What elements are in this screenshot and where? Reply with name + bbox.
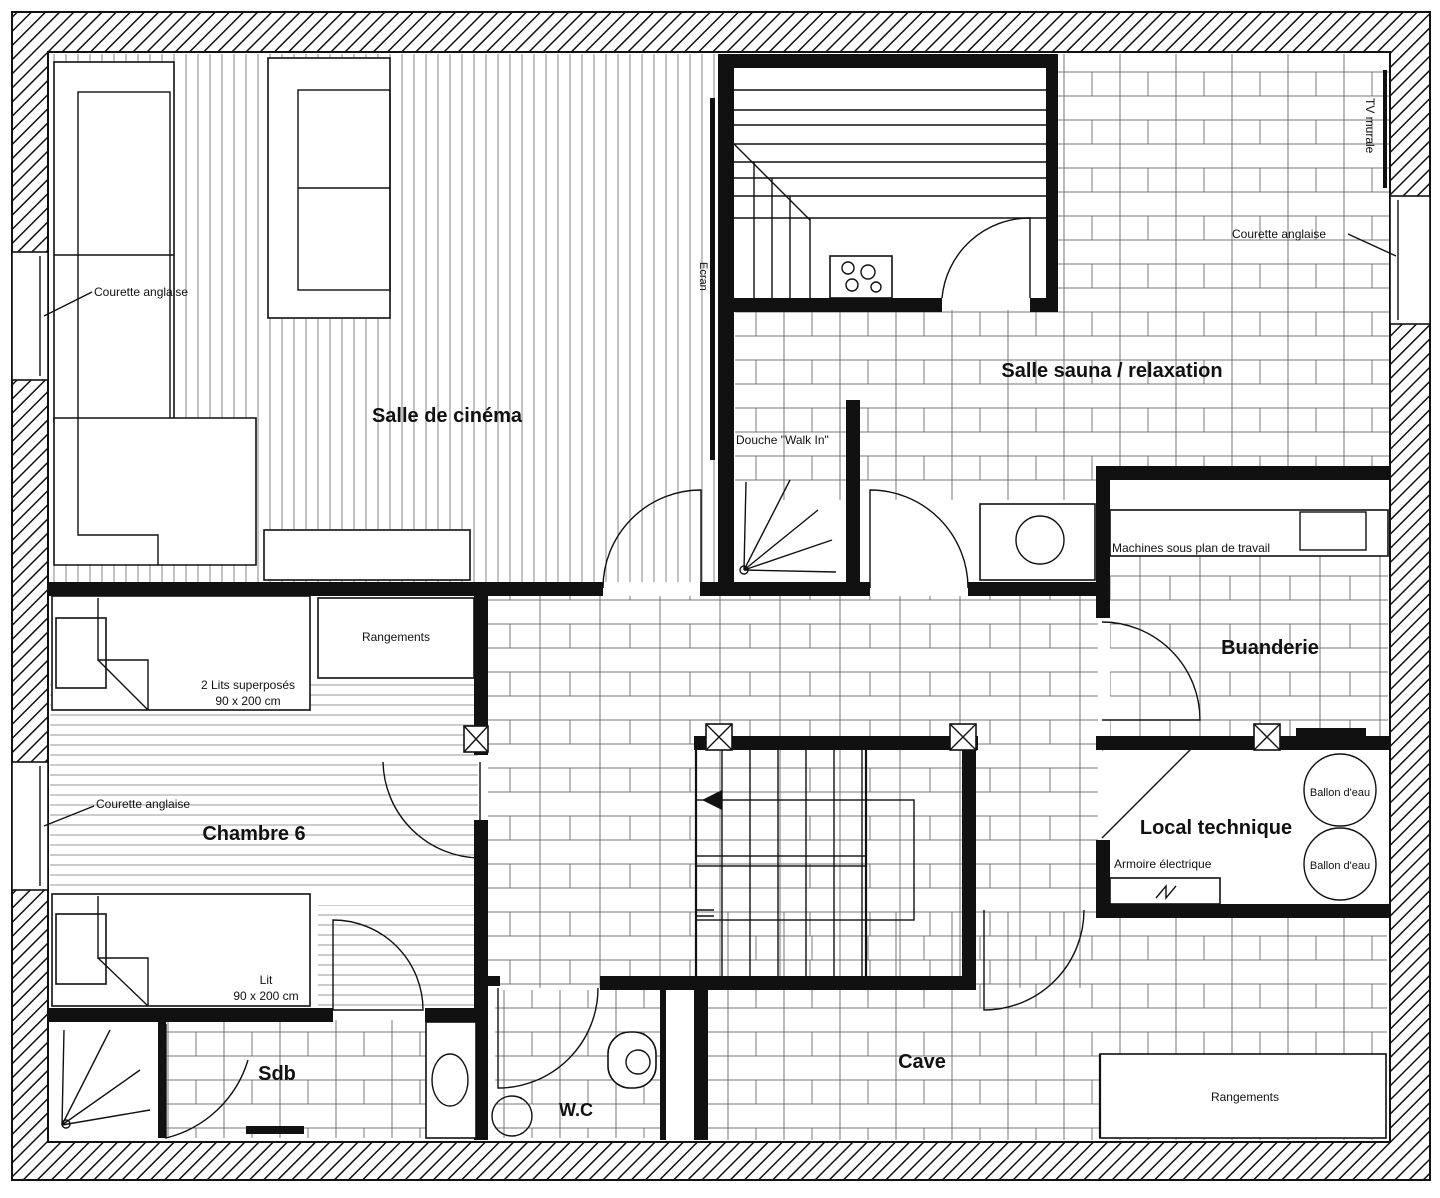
room-label-buanderie: Buanderie bbox=[1221, 637, 1319, 659]
note-tv: TV murale bbox=[1363, 98, 1377, 154]
cinema-sofa-left bbox=[53, 61, 257, 566]
laundry-counter bbox=[1109, 509, 1389, 738]
sdb-sink bbox=[246, 1021, 477, 1139]
sdb-shower bbox=[61, 1029, 151, 1129]
note-douche: Douche "Walk In" bbox=[736, 433, 829, 447]
cave-storage bbox=[1098, 1053, 1387, 1139]
note-courette-left-top: Courette anglaise bbox=[94, 285, 188, 299]
room-label-sauna: Salle sauna / relaxation bbox=[1001, 360, 1222, 382]
room-label-chambre: Chambre 6 bbox=[202, 823, 305, 845]
room-label-cave: Cave bbox=[898, 1051, 946, 1073]
annotations: Courette anglaise Courette anglaise Cour… bbox=[43, 70, 1397, 1104]
note-armoire: Armoire électrique bbox=[1114, 857, 1212, 871]
room-label-sdb: Sdb bbox=[258, 1063, 296, 1085]
note-lits-superposes-size: 90 x 200 cm bbox=[215, 694, 280, 708]
screen bbox=[710, 98, 715, 460]
note-rangements-top: Rangements bbox=[362, 630, 430, 644]
cinema-sofa-right bbox=[263, 57, 471, 581]
sauna-sink bbox=[979, 503, 1096, 581]
note-ecran: Ecran bbox=[697, 262, 709, 291]
note-lit-size: 90 x 200 cm bbox=[233, 989, 298, 1003]
note-lits-superposes: 2 Lits superposés bbox=[201, 678, 295, 692]
wc-fixtures bbox=[491, 1031, 657, 1137]
single-bed bbox=[51, 893, 311, 1007]
doors bbox=[165, 217, 1201, 1139]
bunk-bed bbox=[51, 595, 475, 711]
walk-in-shower bbox=[739, 479, 837, 575]
water-heaters bbox=[1109, 753, 1377, 905]
sauna-benches bbox=[733, 89, 1046, 299]
note-ballon-2: Ballon d'eau bbox=[1310, 860, 1370, 872]
room-label-wc: W.C bbox=[559, 1100, 593, 1120]
windows bbox=[11, 195, 1431, 891]
note-courette-right: Courette anglaise bbox=[1232, 227, 1326, 241]
vent-boxes bbox=[463, 723, 1281, 753]
note-ballon-1: Ballon d'eau bbox=[1310, 787, 1370, 799]
note-machines: Machines sous plan de travail bbox=[1112, 541, 1270, 555]
note-lit: Lit bbox=[260, 973, 273, 987]
note-rangements-cave: Rangements bbox=[1211, 1090, 1279, 1104]
interior-walls bbox=[48, 54, 1390, 1140]
staircase bbox=[694, 750, 915, 976]
note-courette-left-mid: Courette anglaise bbox=[96, 797, 190, 811]
room-label-local-technique: Local technique bbox=[1140, 817, 1292, 839]
room-label-cinema: Salle de cinéma bbox=[372, 405, 523, 427]
